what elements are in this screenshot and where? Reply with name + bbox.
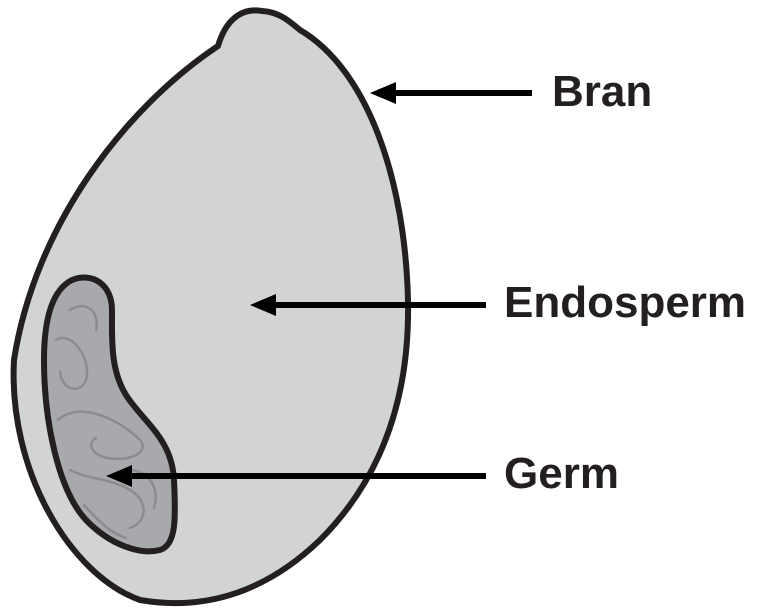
label-bran: Bran — [552, 70, 652, 114]
label-germ: Germ — [504, 452, 619, 496]
label-endosperm: Endosperm — [504, 281, 746, 325]
arrowhead-left-icon — [370, 82, 396, 104]
arrow-bran — [370, 82, 532, 104]
